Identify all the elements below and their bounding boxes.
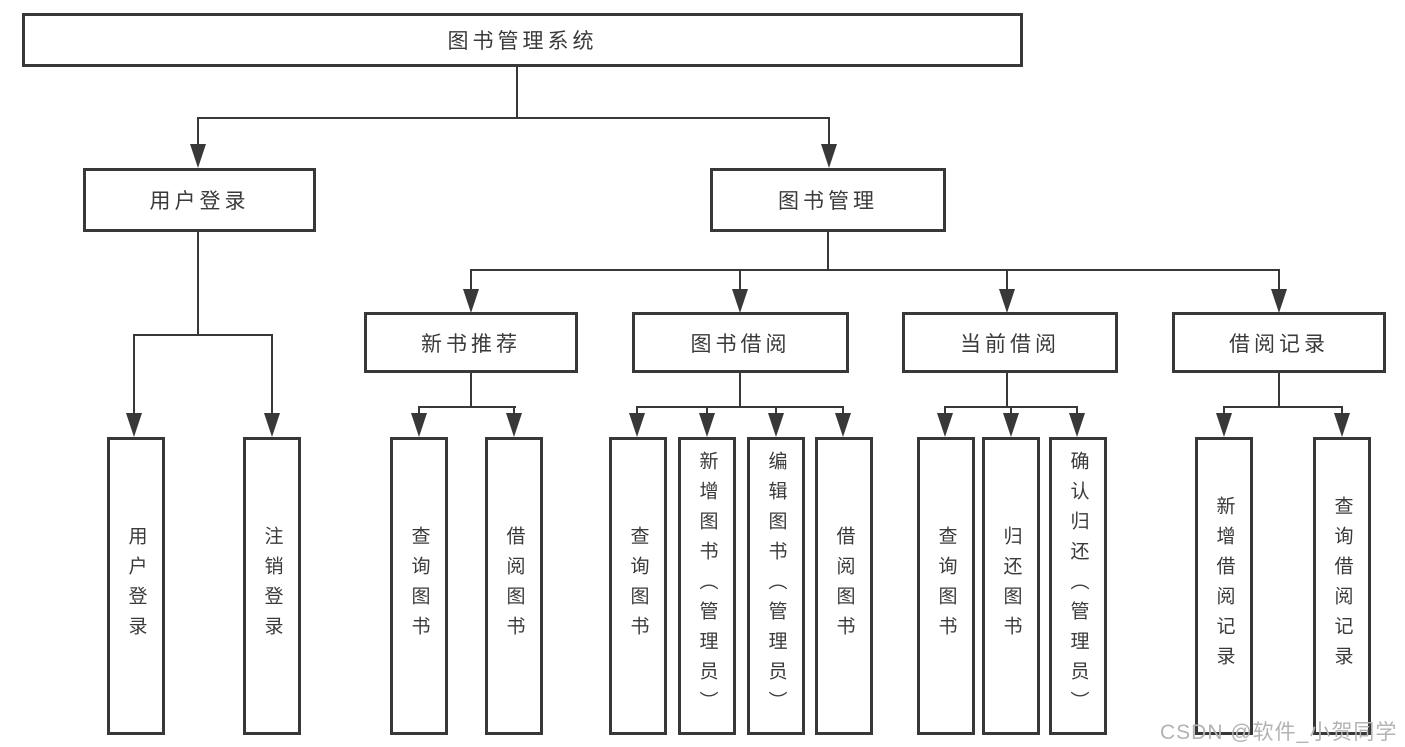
node-borrow-records: 借阅记录 — [1172, 312, 1386, 373]
node-book-borrow-label: 图书借阅 — [690, 332, 791, 356]
arrowhead-down-icon — [768, 413, 784, 437]
leaf-br-add-record-label: 新增借阅记录 — [1213, 496, 1235, 676]
connector-line — [1223, 406, 1343, 408]
leaf-nb-query-books-label: 查询图书 — [408, 526, 430, 646]
leaf-nb-borrow-books: 借阅图书 — [485, 437, 543, 735]
leaf-user-login-label: 用户登录 — [125, 526, 147, 646]
leaf-cb-return-books-label: 归还图书 — [1000, 526, 1022, 646]
connector-line — [418, 406, 420, 416]
arrowhead-down-icon — [1216, 413, 1232, 437]
connector-line — [739, 373, 741, 408]
leaf-br-query-record: 查询借阅记录 — [1313, 437, 1371, 735]
leaf-nb-query-books: 查询图书 — [390, 437, 448, 735]
arrowhead-down-icon — [1003, 413, 1019, 437]
node-root: 图书管理系统 — [22, 13, 1023, 67]
watermark: CSDN @软件_小贺同学 — [1160, 721, 1398, 744]
leaf-bb-add-books-admin-label: 新增图书（管理员） — [696, 451, 718, 721]
connector-line — [418, 406, 516, 408]
connector-line — [513, 406, 515, 416]
node-user-login-label: 用户登录 — [149, 190, 250, 213]
connector-line — [271, 334, 273, 414]
node-borrow-records-label: 借阅记录 — [1229, 332, 1329, 356]
arrowhead-down-icon — [126, 413, 142, 437]
connector-line — [1278, 373, 1280, 408]
arrowhead-down-icon — [699, 413, 715, 437]
arrowhead-down-icon — [463, 289, 479, 313]
arrowhead-down-icon — [1334, 413, 1350, 437]
connector-line — [636, 406, 844, 408]
arrowhead-down-icon — [1271, 289, 1287, 313]
leaf-bb-add-books-admin: 新增图书（管理员） — [678, 437, 736, 735]
arrowhead-down-icon — [1069, 413, 1085, 437]
node-book-management-label: 图书管理 — [778, 190, 878, 213]
connector-line — [775, 406, 777, 416]
connector-line — [1010, 406, 1012, 416]
leaf-bb-borrow-books: 借阅图书 — [815, 437, 873, 735]
arrowhead-down-icon — [506, 413, 522, 437]
node-book-management: 图书管理 — [710, 168, 946, 232]
arrowhead-down-icon — [411, 413, 427, 437]
connector-line — [1006, 269, 1008, 293]
arrowhead-down-icon — [937, 413, 953, 437]
arrowhead-down-icon — [190, 144, 206, 168]
connector-line — [706, 406, 708, 416]
leaf-cb-confirm-return-admin-label: 确认归还（管理员） — [1067, 451, 1089, 721]
connector-line — [827, 232, 829, 271]
connector-line — [636, 406, 638, 416]
arrowhead-down-icon — [732, 289, 748, 313]
leaf-br-query-record-label: 查询借阅记录 — [1331, 496, 1353, 676]
leaf-logout-label: 注销登录 — [261, 526, 283, 646]
leaf-logout: 注销登录 — [243, 437, 301, 735]
node-root-label: 图书管理系统 — [447, 30, 598, 53]
node-new-book-recommend: 新书推荐 — [364, 312, 578, 373]
leaf-bb-query-books-label: 查询图书 — [627, 526, 649, 646]
connector-line — [197, 117, 199, 146]
leaf-bb-borrow-books-label: 借阅图书 — [833, 526, 855, 646]
connector-line — [133, 334, 135, 414]
connector-line — [739, 269, 741, 293]
node-book-borrow: 图书借阅 — [632, 312, 849, 373]
leaf-cb-query-books: 查询图书 — [917, 437, 975, 735]
connector-line — [1223, 406, 1225, 416]
arrowhead-down-icon — [264, 413, 280, 437]
connector-line — [828, 117, 830, 146]
arrowhead-down-icon — [629, 413, 645, 437]
node-user-login: 用户登录 — [83, 168, 316, 232]
connector-line — [197, 232, 199, 335]
connector-line — [470, 269, 472, 293]
arrowhead-down-icon — [835, 413, 851, 437]
connector-line — [516, 67, 518, 118]
leaf-bb-edit-books-admin: 编辑图书（管理员） — [747, 437, 805, 735]
leaf-cb-query-books-label: 查询图书 — [935, 526, 957, 646]
connector-line — [1278, 269, 1280, 293]
node-new-book-recommend-label: 新书推荐 — [421, 332, 521, 356]
leaf-user-login: 用户登录 — [107, 437, 165, 735]
arrowhead-down-icon — [821, 144, 837, 168]
connector-line — [842, 406, 844, 416]
leaf-cb-confirm-return-admin: 确认归还（管理员） — [1049, 437, 1107, 735]
leaf-bb-edit-books-admin-label: 编辑图书（管理员） — [765, 451, 787, 721]
leaf-nb-borrow-books-label: 借阅图书 — [503, 526, 525, 646]
leaf-br-add-record: 新增借阅记录 — [1195, 437, 1253, 735]
arrowhead-down-icon — [999, 289, 1015, 313]
connector-line — [1006, 373, 1008, 408]
leaf-bb-query-books: 查询图书 — [609, 437, 667, 735]
connector-line — [944, 406, 946, 416]
connector-line — [1341, 406, 1343, 416]
connector-line — [470, 269, 1280, 271]
node-current-borrow: 当前借阅 — [902, 312, 1118, 373]
connector-line — [1076, 406, 1078, 416]
connector-line — [197, 117, 830, 119]
connector-line — [133, 334, 273, 336]
connector-line — [470, 373, 472, 408]
node-current-borrow-label: 当前借阅 — [960, 332, 1060, 356]
leaf-cb-return-books: 归还图书 — [982, 437, 1040, 735]
